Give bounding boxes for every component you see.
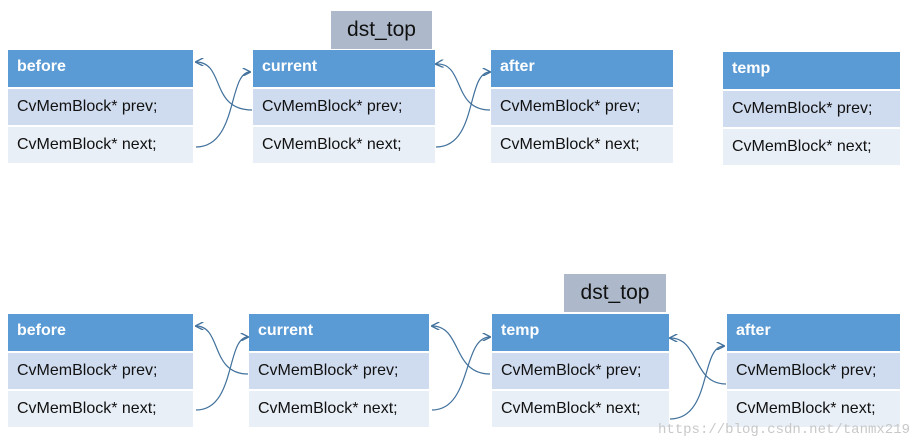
node-title: before	[8, 50, 193, 87]
node-next-field: CvMemBlock* next;	[253, 125, 435, 163]
bottom-temp-prev-arrow	[432, 326, 491, 375]
bottom-current-prev-arrow	[196, 326, 249, 375]
top-node-before: before CvMemBlock* prev; CvMemBlock* nex…	[8, 50, 193, 163]
bottom-temp-next-arrow	[669, 346, 724, 420]
top-current-next-arrow	[435, 72, 490, 148]
node-title: after	[727, 314, 900, 351]
bottom-current-next-arrow	[431, 337, 490, 411]
node-prev-field: CvMemBlock* prev;	[253, 87, 435, 125]
watermark: https://blog.csdn.net/tanmx219	[657, 422, 910, 438]
node-next-field: CvMemBlock* next;	[491, 125, 673, 163]
bottom-dst-top-label: dst_top	[564, 274, 666, 312]
node-prev-field: CvMemBlock* prev;	[723, 89, 900, 127]
node-title: temp	[723, 52, 900, 89]
bottom-after-prev-arrow	[670, 338, 727, 385]
bottom-node-temp: temp CvMemBlock* prev; CvMemBlock* next;	[492, 314, 669, 427]
node-title: current	[253, 50, 435, 87]
top-node-after: after CvMemBlock* prev; CvMemBlock* next…	[491, 50, 673, 163]
bottom-node-current: current CvMemBlock* prev; CvMemBlock* ne…	[249, 314, 429, 427]
node-prev-field: CvMemBlock* prev;	[492, 351, 669, 389]
node-next-field: CvMemBlock* next;	[8, 125, 193, 163]
node-next-field: CvMemBlock* next;	[727, 389, 900, 427]
node-next-field: CvMemBlock* next;	[723, 127, 900, 165]
node-prev-field: CvMemBlock* prev;	[491, 87, 673, 125]
node-next-field: CvMemBlock* next;	[8, 389, 193, 427]
node-title: before	[8, 314, 193, 351]
node-next-field: CvMemBlock* next;	[249, 389, 429, 427]
top-node-temp: temp CvMemBlock* prev; CvMemBlock* next;	[723, 52, 900, 165]
node-title: current	[249, 314, 429, 351]
top-current-prev-arrow	[196, 62, 253, 111]
node-prev-field: CvMemBlock* prev;	[727, 351, 900, 389]
top-before-next-arrow	[195, 72, 250, 148]
top-dst-top-label: dst_top	[331, 11, 432, 49]
bottom-before-next-arrow	[195, 337, 248, 411]
node-title: after	[491, 50, 673, 87]
top-after-prev-arrow	[436, 64, 491, 111]
node-title: temp	[492, 314, 669, 351]
bottom-node-after: after CvMemBlock* prev; CvMemBlock* next…	[727, 314, 900, 427]
node-prev-field: CvMemBlock* prev;	[8, 87, 193, 125]
top-node-current: current CvMemBlock* prev; CvMemBlock* ne…	[253, 50, 435, 163]
node-prev-field: CvMemBlock* prev;	[8, 351, 193, 389]
node-next-field: CvMemBlock* next;	[492, 389, 669, 427]
node-prev-field: CvMemBlock* prev;	[249, 351, 429, 389]
bottom-node-before: before CvMemBlock* prev; CvMemBlock* nex…	[8, 314, 193, 427]
